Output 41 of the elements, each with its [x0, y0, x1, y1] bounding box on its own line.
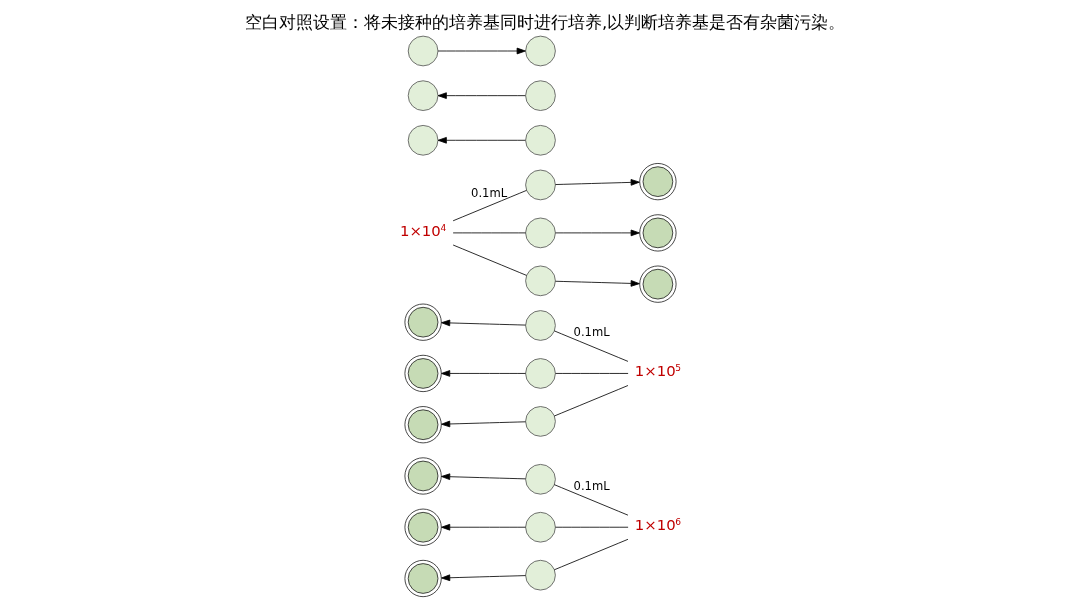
node-circle: [524, 358, 556, 389]
node-circle: [407, 35, 438, 67]
connector: [452, 244, 527, 276]
node-circle: [524, 125, 556, 156]
arrow: [440, 370, 526, 377]
node-text: 1×10$^{5}$: [634, 362, 681, 381]
node-circle: [524, 310, 556, 341]
arrow: [554, 280, 640, 287]
arrow: [440, 523, 526, 531]
node-circle: [524, 80, 556, 111]
node-circle: [524, 559, 556, 591]
arrow: [440, 420, 526, 428]
edge-label: 0.1mL: [470, 185, 507, 200]
node-text: 1×10$^{6}$: [634, 516, 681, 535]
node-circle: [524, 35, 556, 67]
node-circle: [524, 406, 556, 437]
connector: [553, 484, 628, 516]
node-circle: [407, 125, 438, 156]
node-circle: [407, 80, 438, 111]
node-text: 1×10$^{4}$: [399, 221, 446, 240]
edge-label: 0.1mL: [573, 479, 610, 494]
arrow: [554, 179, 640, 186]
diagram-title: 空白对照设置：将未接种的培养基同时进行培养,以判断培养基是否有杂菌污染。: [244, 12, 845, 32]
arrow: [440, 574, 526, 582]
arrow: [440, 473, 526, 480]
node-circle: [524, 169, 556, 201]
edge-label: 0.1mL: [573, 325, 610, 340]
arrow: [554, 229, 640, 237]
node-circle: [524, 265, 556, 297]
connector: [553, 385, 628, 417]
connector: [452, 190, 527, 222]
arrow: [437, 92, 526, 99]
node-circle: [524, 511, 556, 543]
arrow: [437, 47, 526, 55]
connector: [554, 373, 629, 374]
node-circle: [524, 217, 556, 249]
node-circle: [524, 464, 556, 495]
connector: [553, 330, 628, 362]
connector: [553, 538, 628, 571]
arrow: [437, 137, 526, 144]
arrow: [440, 319, 526, 327]
